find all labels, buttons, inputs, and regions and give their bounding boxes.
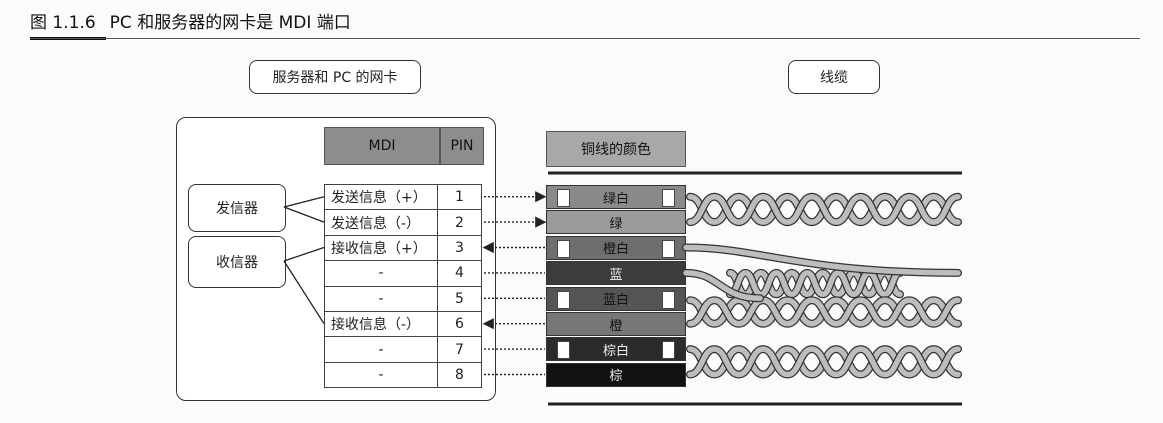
- mdi-cell: -: [324, 336, 438, 363]
- twisted-strand: [687, 346, 961, 378]
- white-stripe: [557, 239, 570, 258]
- mdi-header: MDI: [324, 127, 440, 165]
- crossover-lead: [683, 244, 961, 276]
- white-stripe: [557, 189, 570, 207]
- white-stripe: [557, 341, 570, 360]
- white-stripe: [662, 239, 675, 258]
- pin-cell: 8: [437, 361, 482, 389]
- wire-color-bar: 橙白: [546, 235, 686, 260]
- white-stripe: [662, 290, 675, 309]
- pin-cell: 2: [437, 209, 482, 236]
- device-connector-line: [283, 206, 325, 223]
- device-connector-line: [283, 196, 325, 208]
- twisted-pairs: [682, 192, 962, 379]
- wire-color-header: 铜线的颜色: [546, 131, 686, 167]
- transmitter-box: 发信器: [188, 184, 286, 232]
- twisted-strand: [687, 297, 961, 327]
- wire-color-bar: 绿白: [546, 185, 686, 209]
- wire-color-label: 绿: [609, 216, 623, 232]
- pin-header: PIN: [440, 127, 484, 165]
- cable-label: 线缆: [788, 60, 880, 94]
- white-stripe: [662, 341, 675, 360]
- wire-color-label: 棕白: [602, 343, 629, 359]
- mdi-cell: -: [324, 361, 438, 389]
- wire-color-label: 橙白: [602, 242, 629, 258]
- white-stripe: [662, 189, 675, 207]
- figure-title: 图 1.1.6 PC 和服务器的网卡是 MDI 端口: [30, 8, 351, 33]
- twisted-strand: [687, 193, 961, 225]
- pin-to-wire-arrows: [482, 191, 547, 376]
- wire-color-label: 绿白: [602, 191, 629, 207]
- wire-color-bar: 绿: [546, 210, 686, 235]
- device-connectors: [283, 196, 325, 325]
- wire-color-bar: 蓝: [546, 261, 686, 286]
- crossover-lead: [683, 270, 763, 302]
- device-connector-line: [283, 260, 325, 325]
- title-underline: [30, 38, 1140, 39]
- device-connector-line: [283, 246, 325, 262]
- mdi-cell: 接收信息（+）: [324, 234, 438, 262]
- wire-color-label: 蓝白: [602, 293, 629, 309]
- mdi-cell: 接收信息（-）: [324, 311, 438, 338]
- wire-color-label: 蓝: [609, 267, 623, 283]
- wire-color-bar: 蓝白: [546, 286, 686, 311]
- wire-color-label: 橙: [609, 318, 623, 334]
- wire-color-bar: 橙: [546, 312, 686, 336]
- wire-color-bar: 棕: [546, 362, 686, 387]
- wire-color-bar: 棕白: [546, 337, 686, 362]
- mdi-cell: -: [324, 260, 438, 287]
- figure-caption: PC 和服务器的网卡是 MDI 端口: [109, 13, 351, 33]
- wire-color-label: 棕: [609, 369, 623, 385]
- pin-cell: 3: [437, 234, 482, 262]
- mdi-cell: 发送信息（+）: [324, 184, 438, 211]
- receiver-box: 收信器: [188, 236, 286, 288]
- nic-label: 服务器和 PC 的网卡: [249, 60, 421, 94]
- white-stripe: [557, 290, 570, 309]
- figure-number: 图 1.1.6: [30, 13, 96, 33]
